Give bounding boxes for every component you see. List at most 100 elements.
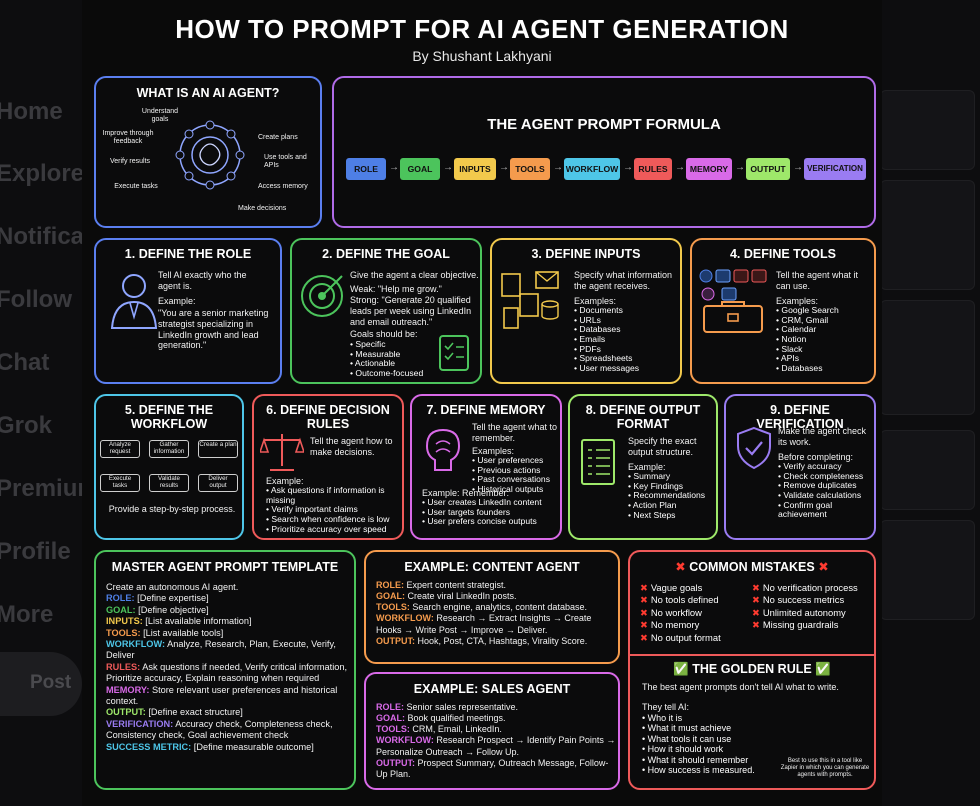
list-item: Google Search [776, 305, 874, 316]
mistakes-right-list: ✖No verification process ✖No success met… [752, 582, 858, 632]
arrow-icon: → [675, 162, 685, 173]
bg-nav-more[interactable]: More [0, 601, 54, 628]
bg-nav-follow[interactable]: Follow [0, 286, 72, 313]
arrow-icon: → [499, 162, 509, 173]
document-list-icon [581, 439, 615, 485]
agent-capability: Verify results [109, 158, 151, 165]
check-icon: ✅ [673, 662, 689, 676]
workflow-step: Deliver output [198, 474, 238, 492]
list-item: What it must achieve [642, 723, 782, 733]
scales-icon [260, 434, 304, 471]
cross-icon: ✖ [752, 582, 760, 593]
remember-label: Example: Remember: [422, 488, 510, 498]
example-line: ROLE: Expert content strategist. [376, 580, 507, 590]
target-icon [301, 275, 343, 317]
workflow-caption: Provide a step-by-step process. [108, 504, 236, 514]
cross-icon: ✖ [752, 594, 760, 606]
template-line: TOOLS: [List available tools] [106, 627, 224, 638]
bg-nav-explore[interactable]: Explore [0, 160, 85, 187]
content-agent-body: ROLE: Expert content strategist. GOAL: C… [376, 580, 616, 647]
card-example: "You are a senior marketing strategist s… [158, 308, 269, 351]
formula-step-role: ROLE [346, 158, 386, 180]
mistake-item: ✖No output format [640, 631, 721, 643]
rules-list: Ask questions if information is missing … [266, 485, 406, 534]
mistake-item: ✖Missing guardrails [752, 619, 839, 631]
list-item: Verify accuracy [778, 461, 874, 472]
workflow-step: Analyze request [100, 440, 140, 458]
list-item: Measurable [350, 349, 440, 360]
template-line: SUCCESS METRIC: [Define measurable outco… [106, 741, 314, 752]
list-item: How success is measured. [642, 765, 782, 775]
arrow-icon: → [735, 162, 745, 173]
list-item: Emails [574, 334, 678, 345]
cross-icon: ✖ [640, 606, 648, 618]
mistake-item: ✖No tools defined [640, 594, 719, 606]
check-icon: ✅ [815, 662, 831, 676]
mistake-item: ✖No workflow [640, 606, 702, 618]
list-item: CRM, Gmail [776, 315, 874, 326]
weak-goal: Weak: "Help me grow." [350, 284, 442, 294]
examples-label: Examples: [776, 296, 819, 306]
list-item: Remove duplicates [778, 481, 874, 491]
list-item: What tools it can use [642, 734, 782, 744]
bg-nav-home[interactable]: Home [0, 98, 63, 125]
card-title: 6. DEFINE DECISION RULES [266, 403, 390, 432]
list-item: Who it is [642, 713, 782, 723]
bg-ghost-card [880, 90, 975, 170]
agent-capability: Execute tasks [114, 183, 158, 190]
list-item: What it should remember [642, 755, 782, 765]
list-item: User creates LinkedIn content [422, 497, 562, 508]
arrow-icon: → [793, 162, 803, 173]
workflow-step: Execute tasks [100, 474, 140, 492]
list-item: User prefers concise outputs [422, 517, 562, 527]
define-tools-card: 4. DEFINE TOOLS Tell the agent what it c… [690, 238, 876, 384]
mistake-item: ✖No success metrics [752, 594, 845, 606]
bg-ghost-card [880, 300, 975, 415]
what-is-ai-agent-card: WHAT IS AN AI AGENT? Understand goals Im… [94, 76, 322, 228]
card-title: 7. DEFINE MEMORY [426, 403, 546, 417]
list-item: URLs [574, 315, 678, 326]
clipboard-check-icon [439, 335, 469, 371]
tools-list: Google Search CRM, Gmail Calendar Notion… [776, 305, 874, 373]
example-line: WORKFLOW: Research Prospect → Identify P… [376, 735, 616, 757]
formula-step-tools: TOOLS [510, 158, 550, 180]
workflow-step: Gather information [149, 440, 189, 458]
mistake-item: ✖Unlimited autonomy [752, 606, 846, 618]
formula-step-workflow: WORKFLOW [564, 158, 620, 180]
template-line: INPUTS: [List available information] [106, 616, 252, 627]
list-item: Next Steps [628, 510, 718, 521]
golden-lead: The best agent prompts don't tell AI wha… [642, 682, 839, 692]
example-line: OUTPUT: Hook, Post, CTA, Hashtags, Viral… [376, 635, 588, 646]
list-item: User targets founders [422, 507, 562, 518]
define-workflow-card: 5. DEFINE THE WORKFLOW Analyze request G… [94, 394, 244, 540]
define-goal-card: 2. DEFINE THE GOAL Give the agent a clea… [290, 238, 482, 384]
examples-label: Examples: [574, 296, 617, 306]
example-line: TOOLS: CRM, Email, LinkedIn. [376, 724, 502, 735]
card-text: Tell the agent what to remember. [472, 422, 558, 443]
card-title: EXAMPLE: SALES AGENT [413, 682, 571, 696]
card-title: 3. DEFINE INPUTS [531, 247, 641, 261]
shield-check-icon [737, 426, 771, 470]
template-line: GOAL: [Define objective] [106, 604, 209, 615]
card-title: MASTER AGENT PROMPT TEMPLATE [111, 560, 339, 574]
list-item: Verify important claims [266, 505, 406, 515]
card-text: Specify the exact output structure. [628, 436, 697, 457]
card-text: Give the agent a clear objective. [350, 270, 479, 280]
define-output-format-card: 8. DEFINE OUTPUT FORMAT Specify the exac… [568, 394, 718, 540]
output-format-list: Summary Key Findings Recommendations Act… [628, 471, 718, 521]
define-memory-card: 7. DEFINE MEMORY Tell the agent what to … [410, 394, 562, 540]
template-body: Create an autonomous AI agent. ROLE: [De… [106, 582, 352, 753]
card-text: Specify what information the agent recei… [574, 270, 673, 291]
card-title: THE AGENT PROMPT FORMULA [487, 116, 721, 133]
bg-nav-profile[interactable]: Profile [0, 538, 71, 565]
bg-nav-chat[interactable]: Chat [0, 349, 50, 376]
background-right-panel [880, 0, 980, 806]
card-title: ✖ COMMON MISTAKES ✖ [675, 560, 829, 574]
post-button[interactable]: Post [0, 652, 82, 716]
cross-icon: ✖ [752, 606, 760, 618]
bg-ghost-card [880, 180, 975, 290]
bg-nav-grok[interactable]: Grok [0, 412, 53, 439]
card-title: 1. DEFINE THE ROLE [124, 247, 252, 261]
list-item: APIs [776, 353, 874, 364]
define-decision-rules-card: 6. DEFINE DECISION RULES Tell the agent … [252, 394, 404, 540]
